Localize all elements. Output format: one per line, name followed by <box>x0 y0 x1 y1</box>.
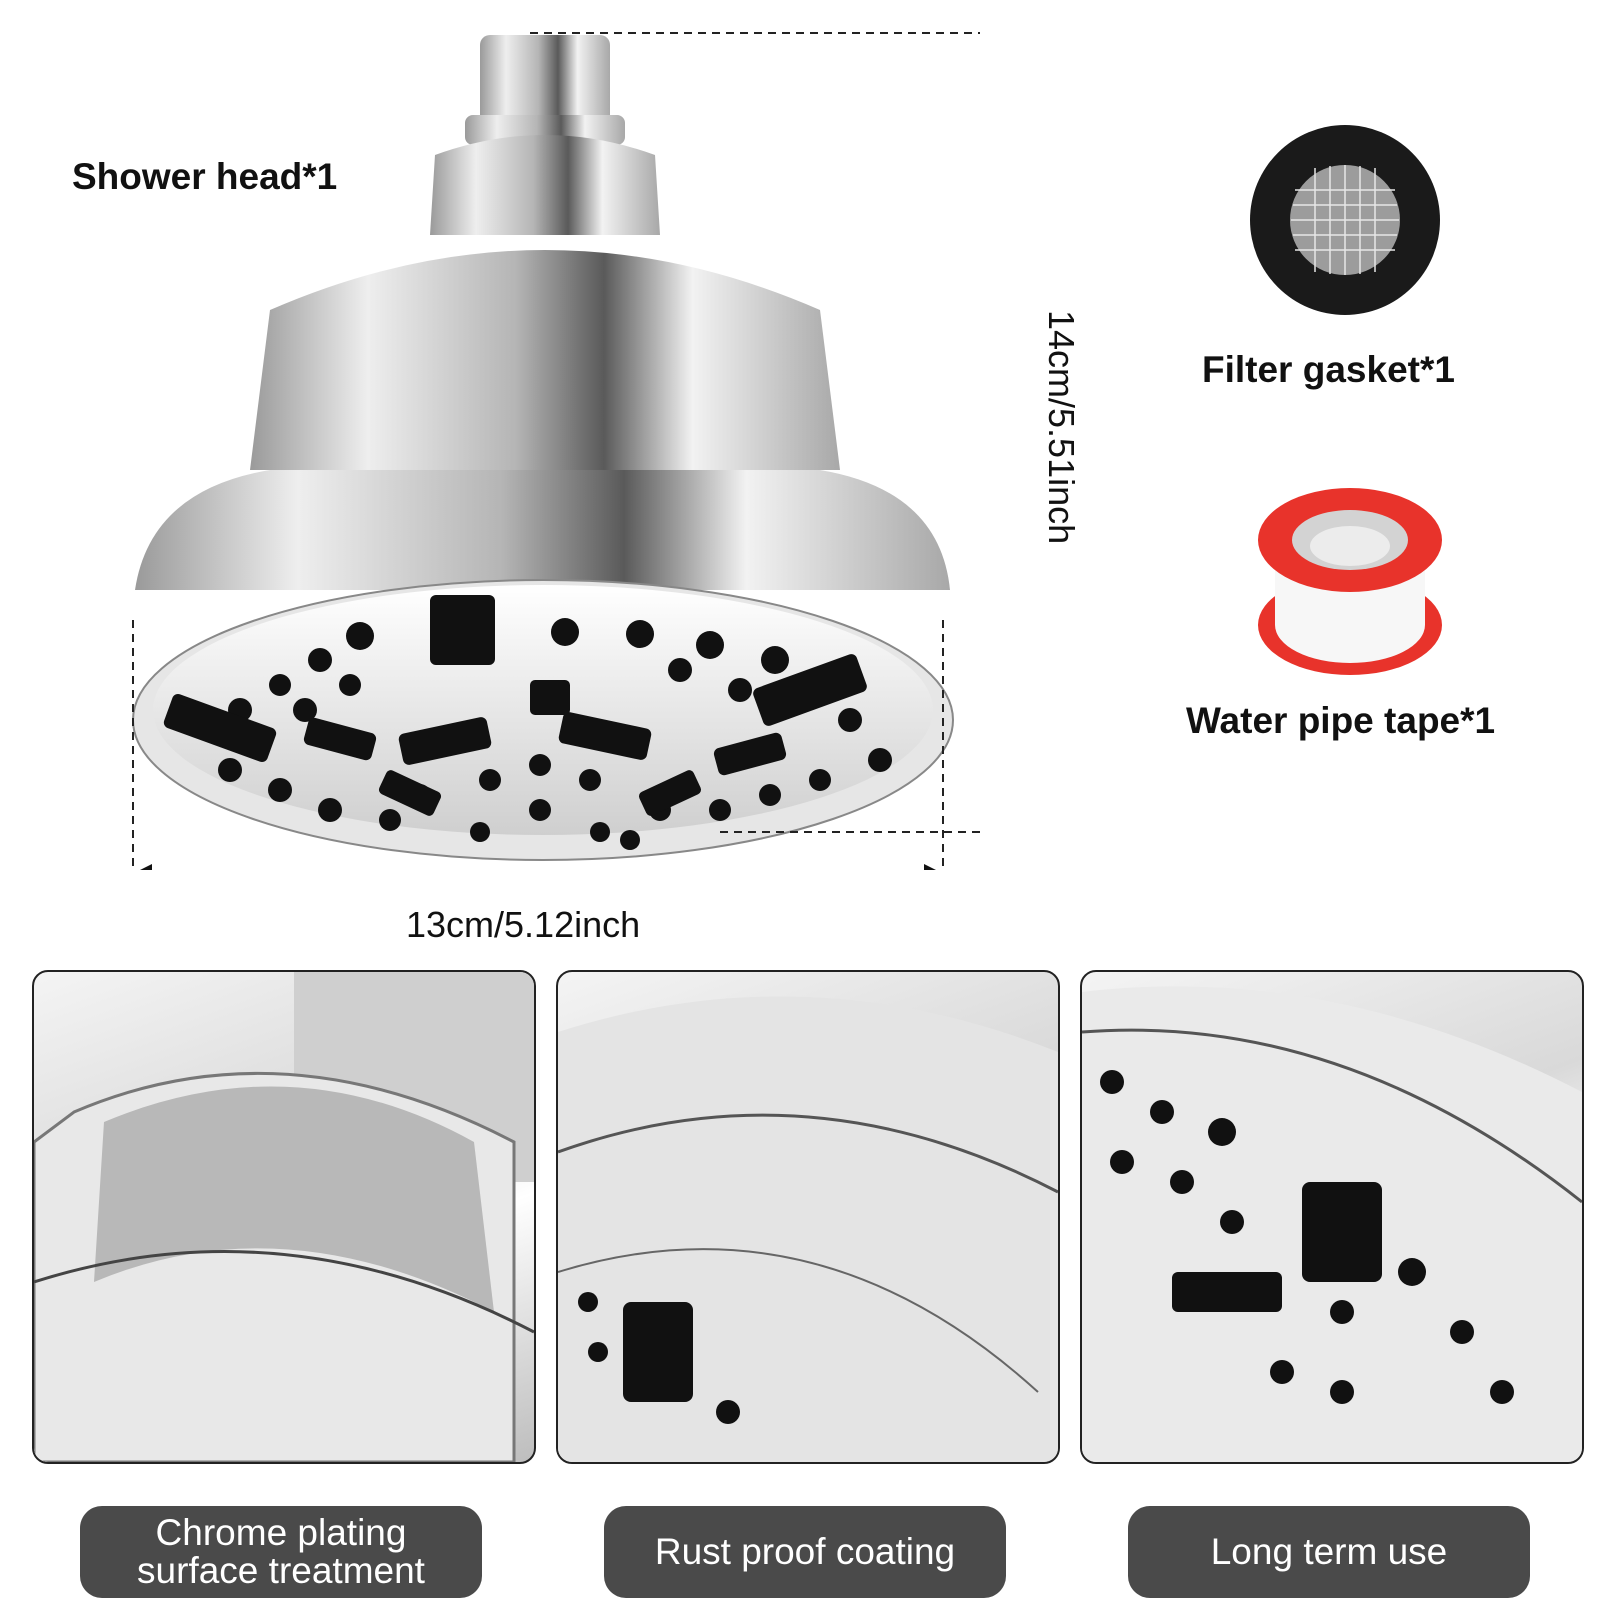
feature-panel-rust <box>556 970 1060 1464</box>
filter-gasket-image <box>1250 125 1440 315</box>
filter-gasket-label: Filter gasket*1 <box>1202 349 1455 390</box>
chrome-closeup-image <box>34 972 534 1462</box>
feature-panel-chrome <box>32 970 536 1464</box>
feature-panel-longterm <box>1080 970 1584 1464</box>
shower-head-image <box>132 32 980 870</box>
feature-label-rust: Rust proof coating <box>654 1531 956 1572</box>
shower-head-label: Shower head*1 <box>72 156 338 197</box>
width-dimension-label: 13cm/5.12inch <box>406 904 641 945</box>
feature-label-chrome: Chrome plating surface treatment <box>137 1512 425 1591</box>
rust-closeup-image <box>558 996 1058 1462</box>
water-pipe-tape-image <box>1258 488 1442 675</box>
feature-pill-chrome: Chrome plating surface treatment <box>80 1506 482 1598</box>
feature-pill-longterm: Long term use <box>1128 1506 1530 1598</box>
longterm-closeup-image <box>1082 986 1582 1462</box>
height-dimension-label: 14cm/5.51inch <box>1041 310 1082 545</box>
feature-pill-rust: Rust proof coating <box>604 1506 1006 1598</box>
water-pipe-tape-label: Water pipe tape*1 <box>1186 700 1496 741</box>
feature-label-longterm: Long term use <box>1210 1531 1448 1572</box>
